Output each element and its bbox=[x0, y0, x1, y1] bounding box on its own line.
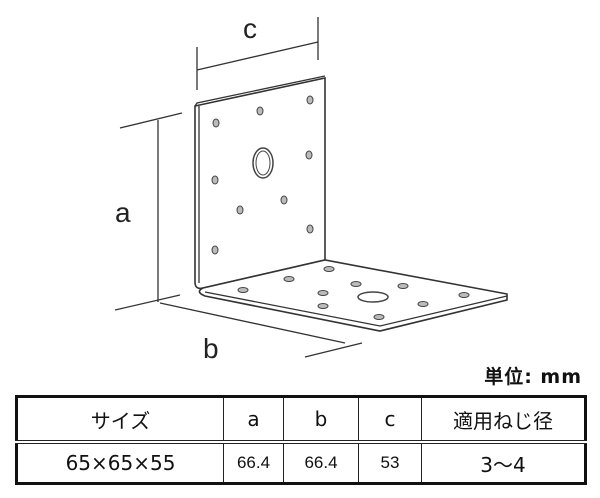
horizontal-plate bbox=[198, 259, 508, 332]
cell-b: 66.4 bbox=[283, 441, 359, 484]
cell-screw-diameter: 3～4 bbox=[421, 441, 586, 484]
table-row: 65×65×55 66.4 66.4 53 3～4 bbox=[16, 441, 586, 484]
dim-b-line bbox=[159, 302, 346, 344]
header-c: c bbox=[358, 396, 422, 444]
dim-b-label: b bbox=[203, 333, 219, 364]
dim-c-label: c bbox=[243, 13, 257, 44]
header-screw-diameter: 適用ねじ径 bbox=[421, 396, 586, 444]
unit-label: 単位: mm bbox=[484, 366, 582, 388]
table-header-row: サイズ a b c 適用ねじ径 bbox=[16, 396, 586, 444]
cell-a: 66.4 bbox=[223, 441, 284, 484]
dim-c-line bbox=[196, 41, 319, 71]
header-a: a bbox=[223, 396, 284, 444]
header-size: サイズ bbox=[16, 396, 224, 444]
angle-bracket-diagram: c a b bbox=[114, 13, 508, 364]
cell-size: 65×65×55 bbox=[16, 441, 224, 484]
cell-c: 53 bbox=[358, 441, 422, 484]
header-b: b bbox=[283, 396, 359, 444]
dim-a-label: a bbox=[115, 197, 131, 228]
spec-table: サイズ a b c 適用ねじ径 65×65×55 66.4 66.4 53 3～… bbox=[15, 395, 587, 485]
